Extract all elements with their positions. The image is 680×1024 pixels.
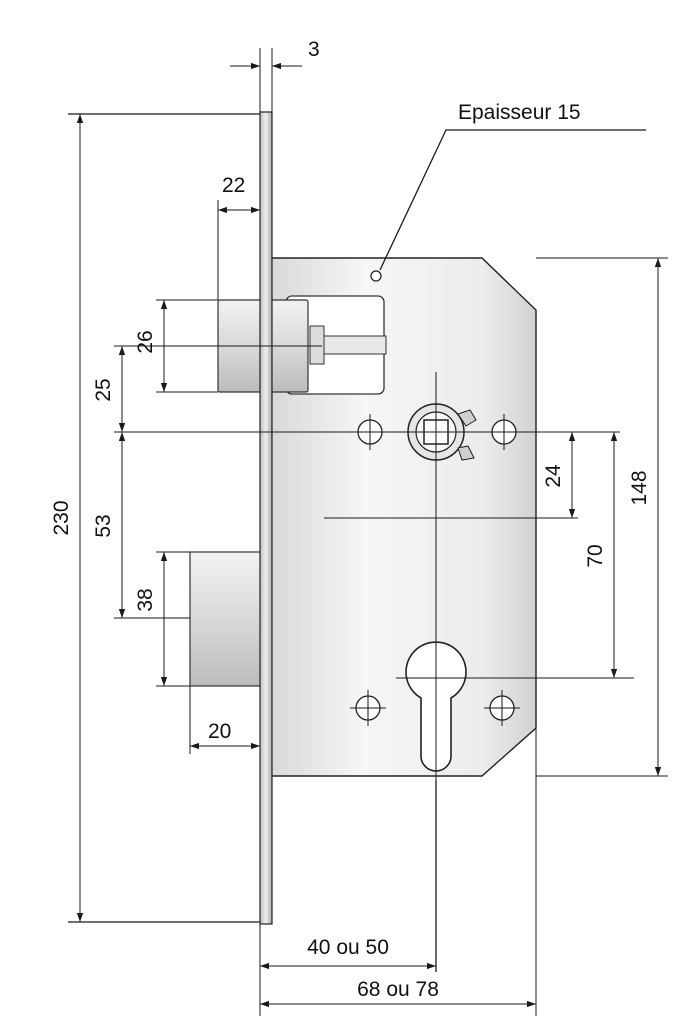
dim-case-depth: 68 ou 78 (357, 978, 439, 1001)
dim-faceplate-height: 230 (50, 500, 73, 535)
dead-bolt (189, 551, 263, 687)
dim-backset: 40 ou 50 (307, 936, 389, 959)
faceplate (259, 111, 273, 925)
dim-faceplate-thickness: 3 (308, 38, 320, 61)
latch-stem (321, 335, 387, 355)
thickness-leader-line (379, 129, 646, 271)
dim-latch-to-spindle: 25 (92, 378, 115, 401)
dim-bolt-projection: 20 (208, 720, 231, 743)
latch-stem-cap (309, 325, 325, 365)
dim-case-height: 148 (628, 470, 651, 505)
fixing-hole-bottom-left (350, 690, 386, 726)
dim-spindle-to-cylinder: 70 (584, 544, 607, 567)
pin-hole (370, 270, 382, 282)
dim-spindle-to-bolt: 53 (92, 514, 115, 537)
dim-bolt-height: 38 (134, 588, 157, 611)
dim-latch-height: 26 (134, 330, 157, 353)
fixing-hole-bottom-right (484, 690, 520, 726)
dim-latch-projection: 22 (222, 174, 245, 197)
dim-spindle-offset: 24 (542, 464, 565, 488)
thickness-label: Epaisseur 15 (458, 101, 581, 124)
